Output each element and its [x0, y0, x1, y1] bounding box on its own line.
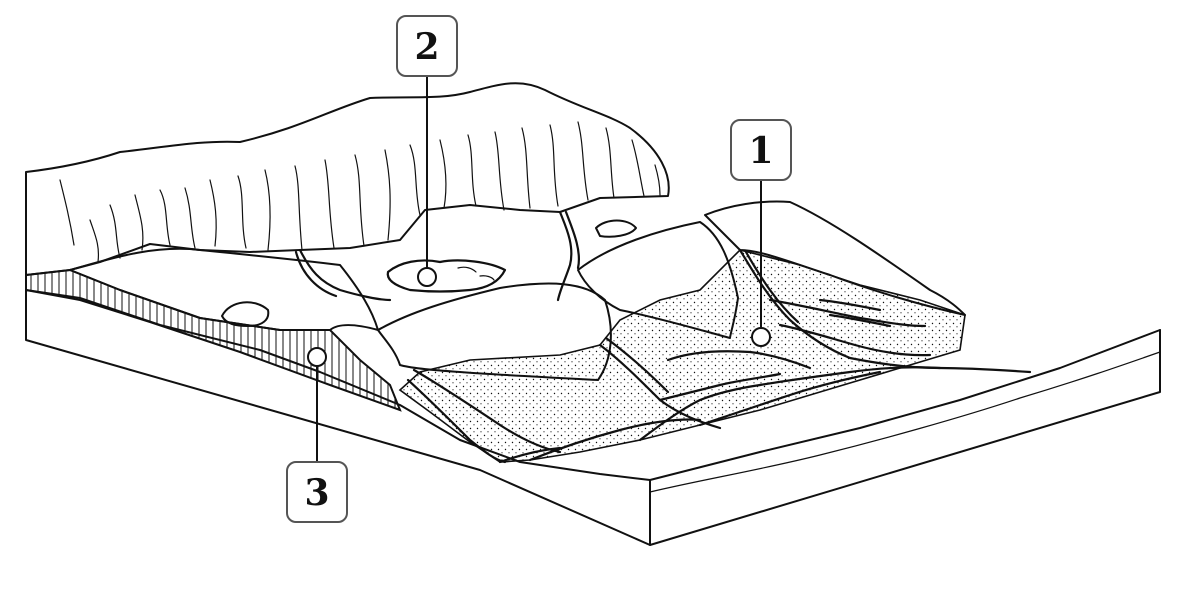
callout-label-1: 1	[748, 130, 773, 172]
marker-2	[417, 267, 437, 287]
callout-box-3	[286, 461, 348, 523]
moraine-hill-right	[704, 200, 966, 316]
callout-3: 3	[286, 347, 348, 523]
marker-3	[307, 347, 327, 367]
callout-2: 2	[396, 15, 458, 287]
proglacial-lake	[386, 259, 507, 293]
left-side-face	[25, 289, 1161, 546]
callout-1: 1	[730, 119, 792, 347]
moraine-hill-front	[377, 282, 612, 381]
right-face-layer-line	[649, 351, 1161, 493]
callout-box-2	[396, 15, 458, 77]
callout-box-1	[730, 119, 792, 181]
glacier-upland	[25, 82, 670, 276]
callout-label-2: 2	[414, 26, 439, 68]
left-plain	[69, 247, 379, 331]
lake-outline	[386, 259, 507, 293]
marker-1	[751, 327, 771, 347]
braided-channels	[294, 210, 1032, 464]
right-side-top-edge	[649, 329, 1161, 481]
moraine-hill-back	[577, 221, 739, 339]
moraine-hills	[69, 200, 966, 381]
glacier-outline	[25, 82, 670, 276]
small-rock	[221, 301, 270, 327]
small-rock-back	[595, 219, 637, 238]
callout-label-3: 3	[304, 472, 329, 514]
ice-face-lines	[59, 121, 661, 263]
